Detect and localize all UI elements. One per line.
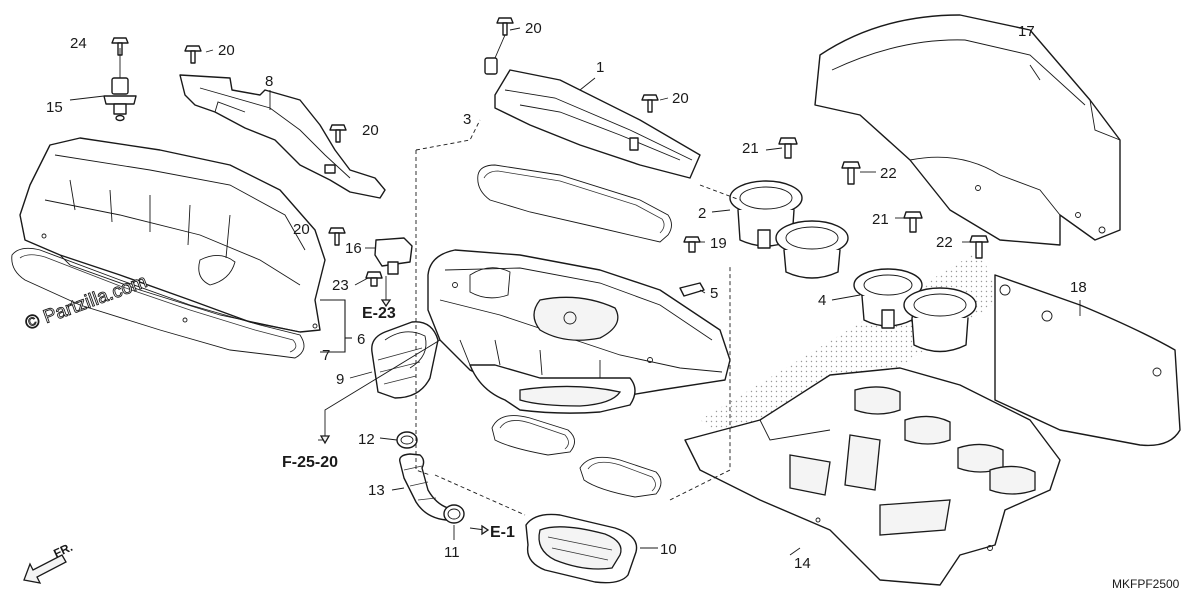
bolt-20-right-bracket[interactable]	[329, 124, 347, 143]
callout-20-mid: 20	[672, 90, 689, 107]
front-direction-indicator: FR.	[23, 540, 75, 584]
callout-21-lower: 21	[872, 211, 889, 228]
callout-12: 12	[358, 431, 375, 448]
part-4-funnel[interactable]	[853, 268, 977, 353]
callout-22-lower: 22	[936, 234, 953, 251]
bolt-22-upper[interactable]	[841, 161, 861, 185]
callout-21-upper: 21	[742, 140, 759, 157]
part-9-duct[interactable]	[371, 321, 439, 399]
callout-6: 6	[357, 331, 365, 348]
part-19-screw[interactable]	[683, 236, 701, 253]
part-17-upper-cover[interactable]	[814, 14, 1121, 246]
callout-7: 7	[322, 347, 330, 364]
callout-20-bracket: 20	[218, 42, 235, 59]
part-1-filter-element[interactable]	[484, 57, 701, 179]
callout-20-top: 20	[525, 20, 542, 37]
callout-brackets	[320, 119, 741, 516]
callout-15: 15	[46, 99, 63, 116]
callout-14: 14	[794, 555, 811, 572]
bolt-22-lower[interactable]	[969, 235, 989, 259]
case-seal-ring[interactable]	[477, 164, 672, 243]
part-13-hose[interactable]	[399, 453, 449, 521]
part-2-funnel[interactable]	[729, 180, 849, 279]
part-16-sensor[interactable]	[374, 237, 413, 275]
part-15-clamp[interactable]	[103, 77, 137, 122]
callout-5: 5	[710, 285, 718, 302]
bolt-21-upper[interactable]	[778, 137, 798, 159]
bolt-20-bracket[interactable]	[184, 45, 202, 64]
callout-23: 23	[332, 277, 349, 294]
ref-e-23: E-23	[362, 305, 396, 322]
part-5-clip[interactable]	[679, 282, 705, 297]
callout-10: 10	[660, 541, 677, 558]
callout-18: 18	[1070, 279, 1087, 296]
watermark-text: © Partzilla.com	[23, 271, 150, 335]
part-18-side-plate[interactable]	[994, 274, 1181, 447]
ref-f-25-20: F-25-20	[282, 454, 338, 471]
part-7-gasket[interactable]	[11, 247, 305, 359]
lower-seals[interactable]	[491, 415, 662, 498]
callout-20-cover: 20	[293, 221, 310, 238]
callout-2: 2	[698, 205, 706, 222]
callout-24: 24	[70, 35, 87, 52]
bolt-20-top[interactable]	[496, 17, 514, 36]
part-3-air-cleaner-case[interactable]	[427, 249, 731, 414]
diagram-code: MKFPF2500	[1112, 577, 1180, 591]
callout-13: 13	[368, 482, 385, 499]
part-12-clamp[interactable]	[396, 431, 418, 449]
ref-e-1: E-1	[490, 524, 515, 541]
callout-17: 17	[1018, 23, 1035, 40]
callout-3: 3	[463, 111, 471, 128]
front-arrow-icon	[23, 554, 67, 584]
part-6-housing-cover[interactable]	[19, 137, 326, 333]
callout-22-upper: 22	[880, 165, 897, 182]
part-10-intake-duct[interactable]	[525, 513, 638, 584]
leader-lines	[69, 27, 1081, 556]
part-11-clamp[interactable]	[443, 504, 465, 524]
callout-20-right: 20	[362, 122, 379, 139]
callout-9: 9	[336, 371, 344, 388]
callout-1: 1	[596, 59, 604, 76]
callout-4: 4	[818, 292, 826, 309]
bolt-20-mid[interactable]	[641, 94, 659, 113]
callout-19: 19	[710, 235, 727, 252]
part-14-lower-plate[interactable]	[684, 367, 1061, 586]
part-23-screw[interactable]	[365, 271, 383, 287]
bolt-20-cover[interactable]	[328, 227, 346, 246]
callout-8: 8	[265, 73, 273, 90]
part-8-bracket[interactable]	[179, 74, 386, 199]
front-label: FR.	[51, 540, 74, 561]
reference-labels: E-23 F-25-20 E-1	[282, 305, 515, 541]
reference-arrows	[319, 299, 490, 536]
bolt-21-lower[interactable]	[903, 211, 923, 233]
callout-11: 11	[444, 544, 460, 561]
callout-labels: 1 2 3 4 5 6 7 8 9 10 11 12 13 14 15 16 1…	[46, 20, 1087, 572]
callout-16: 16	[345, 240, 362, 257]
